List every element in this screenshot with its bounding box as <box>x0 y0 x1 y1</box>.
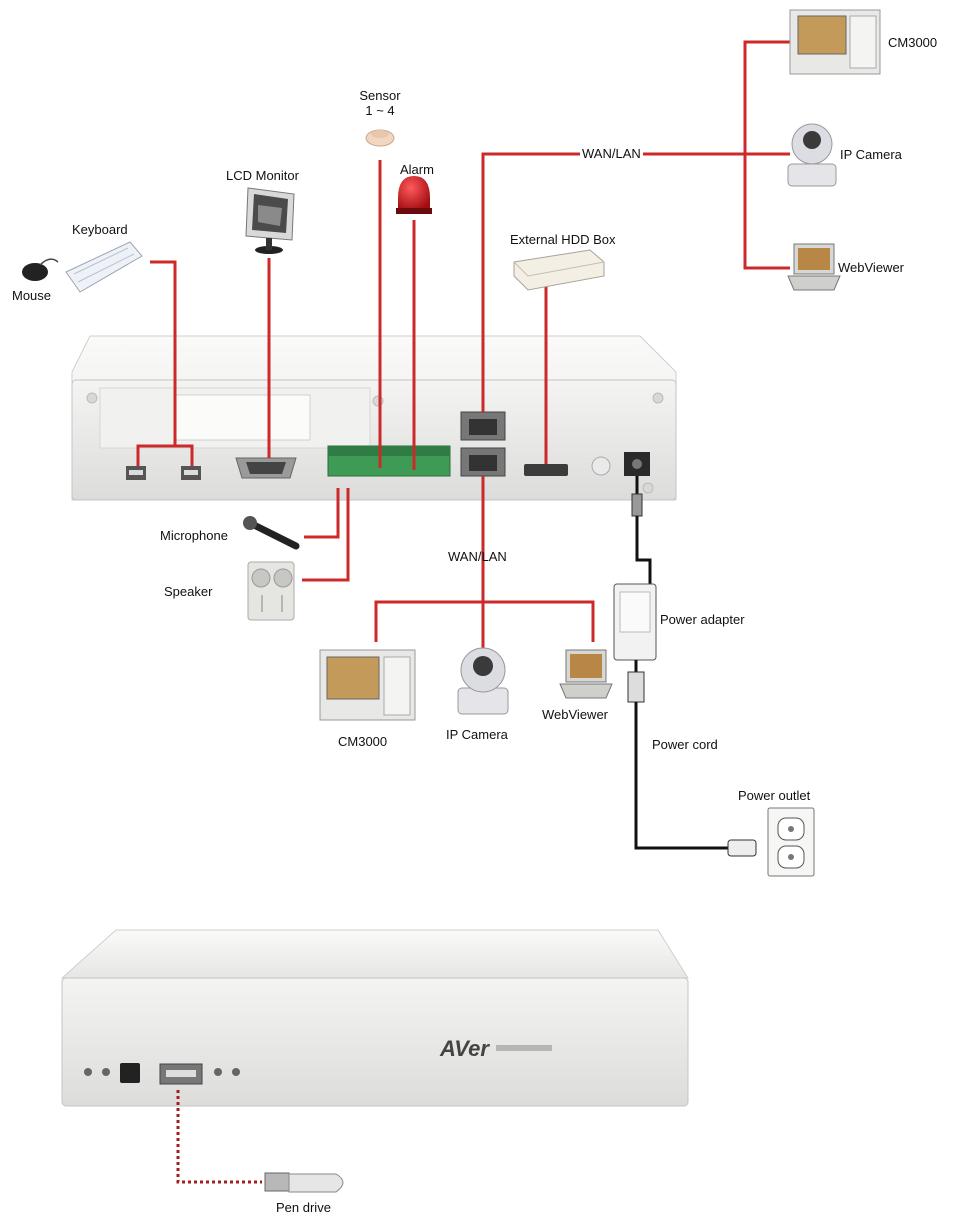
sensor-icon <box>365 129 395 147</box>
label-speaker: Speaker <box>164 584 213 599</box>
speaker-icon <box>247 561 295 621</box>
led-indicator <box>84 1068 92 1076</box>
mouse-icon <box>22 258 59 281</box>
webviewer-top-icon <box>787 243 841 291</box>
esata-port <box>524 464 568 476</box>
label-wan-lan-bottom: WAN/LAN <box>448 549 507 564</box>
label-lcd-monitor: LCD Monitor <box>226 168 299 183</box>
label-wan-lan-top: WAN/LAN <box>580 146 643 161</box>
keyboard-icon <box>65 241 143 293</box>
front-power-button <box>120 1063 140 1083</box>
label-power-adapter: Power adapter <box>660 612 745 627</box>
label-mouse: Mouse <box>12 288 52 303</box>
usb-port-1 <box>126 466 146 480</box>
io-terminal-block <box>327 445 451 477</box>
label-ip-camera-bottom: IP Camera <box>446 727 508 742</box>
label-webviewer-top: WebViewer <box>838 260 904 275</box>
label-external-hdd: External HDD Box <box>510 232 616 247</box>
pen-drive-cable <box>176 1090 262 1184</box>
label-pen-drive: Pen drive <box>276 1200 331 1215</box>
label-alarm: Alarm <box>400 162 434 177</box>
alarm-icon <box>396 176 432 214</box>
label-sensor-line2: 1 ~ 4 <box>365 103 395 118</box>
label-ip-camera-top: IP Camera <box>840 147 902 162</box>
led-indicator <box>214 1068 222 1076</box>
label-keyboard: Keyboard <box>72 222 128 237</box>
label-microphone: Microphone <box>160 528 228 543</box>
power-outlet-icon <box>767 807 815 877</box>
label-cm3000-top: CM3000 <box>888 35 938 50</box>
label-webviewer-bottom: WebViewer <box>542 707 608 722</box>
microphone-icon <box>243 516 300 550</box>
power-cabling <box>613 476 815 877</box>
label-sensor-line1: Sensor <box>359 88 401 103</box>
cm3000-bottom-icon <box>319 649 416 721</box>
lcd-monitor-icon <box>245 187 295 254</box>
ip-camera-bottom-icon <box>457 647 509 715</box>
vga-port <box>235 457 297 479</box>
dc-power-jack <box>624 452 650 476</box>
cm3000-top-icon <box>789 9 881 75</box>
webviewer-bottom-icon <box>559 649 613 699</box>
label-sensor: Sensor 1 ~ 4 <box>345 88 415 118</box>
dvr-rear-unit <box>71 335 677 501</box>
usb-port-2 <box>181 466 201 480</box>
external-hdd-icon <box>513 249 605 291</box>
ip-camera-top-icon <box>787 123 837 187</box>
lan-port-2 <box>460 447 506 477</box>
label-power-outlet: Power outlet <box>738 788 811 803</box>
power-adapter-brick <box>613 583 657 661</box>
label-power-cord: Power cord <box>652 737 718 752</box>
power-plug <box>727 839 757 857</box>
lan-port-1 <box>460 411 506 441</box>
led-indicator <box>102 1068 110 1076</box>
pen-drive-icon <box>264 1172 344 1193</box>
red-cables <box>136 40 790 648</box>
power-button-icon <box>591 456 611 476</box>
led-indicator <box>232 1068 240 1076</box>
brand-logo: AVer <box>439 1036 490 1061</box>
dvr-front-unit: AVer <box>60 929 689 1107</box>
label-cm3000-bottom: CM3000 <box>338 734 388 749</box>
